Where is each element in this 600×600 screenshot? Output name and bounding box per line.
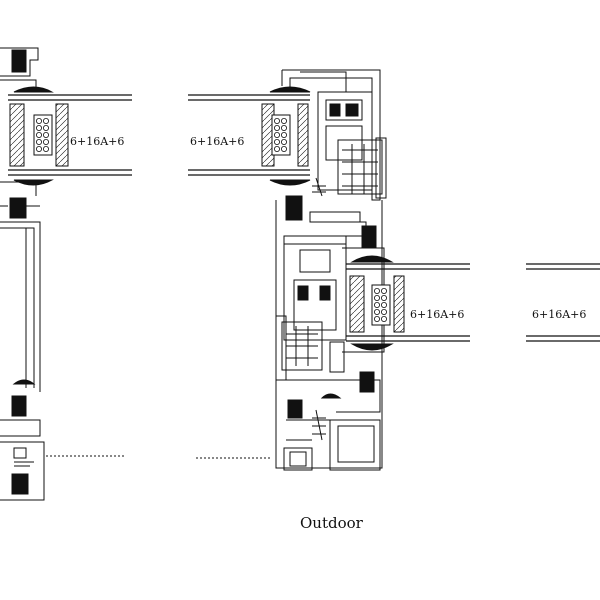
left-frame-body — [0, 221, 45, 501]
right-lower-unit — [346, 255, 470, 351]
glass-spec-label-2: 6+16A+6 — [190, 135, 244, 148]
glass-spec-label-1: 6+16A+6 — [70, 135, 124, 148]
middle-top-unit — [188, 86, 311, 186]
mid-gasket — [9, 197, 27, 219]
top-gasket — [11, 49, 27, 73]
caption-outdoor: Outdoor — [300, 514, 364, 532]
glass-spec-label-3: 6+16A+6 — [410, 308, 464, 321]
left-top-sash — [0, 47, 132, 219]
right-far-unit — [526, 263, 600, 342]
glass-spec-label-4: 6+16A+6 — [532, 308, 586, 321]
central-frame — [275, 69, 387, 471]
